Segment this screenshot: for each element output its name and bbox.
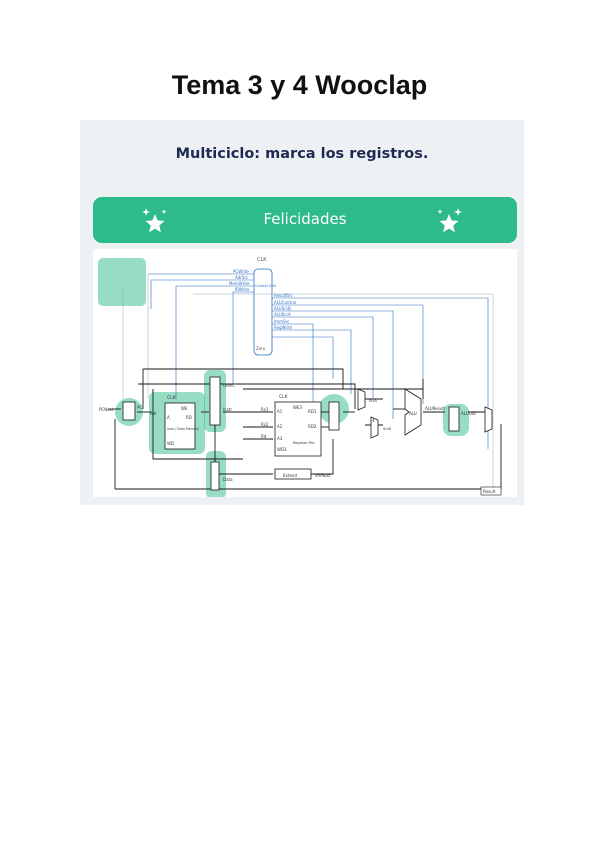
immext-label: ImmExt [315, 473, 331, 478]
result-mux [484, 406, 493, 433]
we-label: WE [181, 406, 188, 411]
srcb-mux [370, 416, 379, 439]
we3-label: WE3 [293, 405, 302, 410]
clk-mem-label: CLK [167, 395, 177, 401]
extend-label: Extend [283, 473, 297, 478]
data-register[interactable] [210, 461, 220, 491]
rd1-label: RD1 [308, 409, 317, 414]
pcnext-label: PCNext [99, 407, 114, 412]
control-unit-label: Control Unit [255, 284, 277, 288]
instruction-register[interactable] [209, 376, 221, 426]
aluout-label: ALUOut [461, 411, 476, 416]
sparkle-star-icon [142, 208, 167, 233]
a-label: A [167, 415, 170, 420]
pcwrite-label: PCWrite [233, 269, 249, 274]
register-file [274, 401, 322, 457]
instr-data-memory [164, 402, 196, 450]
alusrca-label: ALUSrcA [274, 312, 291, 317]
memory-label: Instr / Data Memory [167, 427, 199, 431]
oldpc-label: OldPC [223, 383, 235, 388]
rs2-label: Rs2 [261, 422, 269, 427]
adr-label: Adr [150, 411, 157, 416]
zero-label: Zero [256, 346, 266, 351]
control-unit-box [253, 268, 273, 356]
alu [404, 388, 422, 436]
highlight-area[interactable] [98, 258, 146, 306]
a3-label: A3 [277, 436, 283, 441]
alu-label: ALU [409, 411, 417, 416]
data-label: Data [223, 477, 233, 482]
pc-register[interactable] [122, 401, 136, 421]
immsrc-label: ImmSrc [274, 319, 289, 324]
alusrcb-label: ALUSrcB [274, 306, 291, 311]
rs1-label: Rs1 [261, 407, 269, 412]
srca-label: SrcA [369, 399, 378, 403]
pc-label: PC [137, 405, 142, 410]
regwrite-label: RegWrite [274, 325, 293, 330]
wd3-label: WD3 [277, 447, 287, 452]
alucontrol-label: ALUControl [274, 300, 296, 305]
clk-label: CLK [257, 257, 267, 263]
rd-label: RD [186, 415, 192, 420]
result-box [480, 486, 502, 496]
question-panel: Multiciclo: marca los registros. Felicid… [80, 120, 524, 505]
rd2-label: RD2 [308, 424, 317, 429]
srca-mux [357, 388, 366, 411]
clk-rf-label: CLK [279, 394, 289, 400]
result-label: Result [483, 489, 496, 494]
extend-unit [274, 468, 312, 480]
adrsrc-label: AdrSrc [235, 275, 248, 280]
aluresult-label: ALUResult [425, 406, 445, 411]
four-label: 4 [372, 418, 375, 423]
sparkle-star-icon [437, 208, 462, 233]
datapath-svg: CLK Control Unit PCWrite [98, 257, 502, 499]
document-title: Tema 3 y 4 Wooclap [171, 70, 428, 100]
result-banner: Felicidades [93, 197, 517, 243]
resultsrc-label: ResultSrc [274, 293, 293, 298]
irwrite-label: IRWrite [235, 287, 250, 292]
banner-text: Felicidades [263, 210, 347, 228]
rd-reg-label: Rd [261, 434, 267, 439]
srcb-label: SrcB [383, 427, 392, 431]
a1-label: A1 [277, 409, 283, 414]
instr-label: Instr [223, 407, 232, 412]
multicycle-processor-diagram: CLK Control Unit PCWrite [93, 249, 517, 499]
a2-label: A2 [277, 424, 283, 429]
register-file-label: Register File [293, 441, 314, 445]
ab-register[interactable] [328, 401, 340, 431]
wd-label: WD [167, 441, 174, 446]
question-text: Multiciclo: marca los registros. [175, 146, 429, 162]
memwrite-label: MemWrite [229, 281, 250, 286]
aluout-register[interactable] [448, 406, 460, 432]
